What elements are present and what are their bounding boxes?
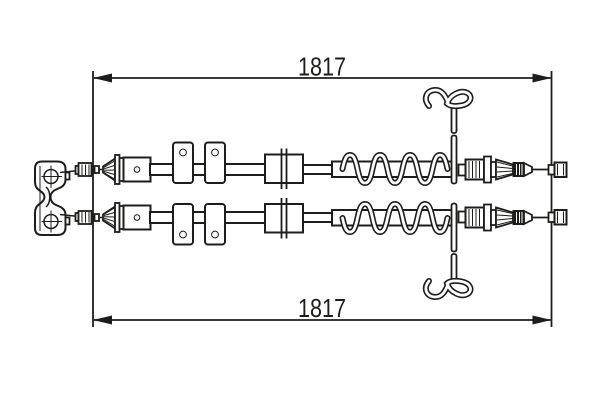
yoke-pin-tab-bottom (64, 216, 71, 226)
yoke-pin-top-crosshair (41, 165, 62, 188)
dimension-arrow-bottom-left (93, 315, 112, 325)
yoke-pin-tab-top (64, 171, 71, 181)
cable-assembly-top (60, 90, 567, 189)
dimension-arrow-top-right (532, 73, 552, 83)
cable-assembly-bottom (60, 198, 567, 297)
dimension-label-top: 1817 (298, 52, 346, 82)
dimension-arrow-bottom-right (532, 315, 552, 325)
equalizer-yoke (34, 160, 71, 236)
yoke-pin-bottom-crosshair (41, 210, 62, 233)
dimension-bottom: 1817 (93, 293, 552, 325)
dimension-arrow-top-left (93, 73, 112, 83)
dimension-label-bottom: 1817 (298, 293, 346, 323)
dimension-top: 1817 (93, 52, 552, 83)
yoke-fold-line (45, 186, 51, 208)
